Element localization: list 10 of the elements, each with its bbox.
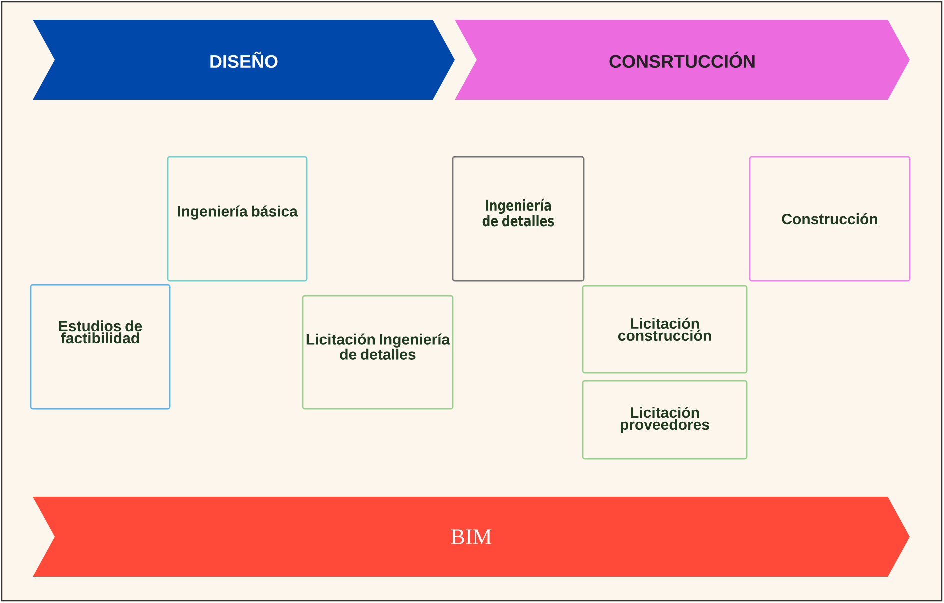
chevron-banner: DISEÑO — [33, 20, 455, 100]
process-box: Ingeniería básica — [167, 156, 308, 282]
process-box: Construcción — [749, 156, 911, 282]
process-box: Ingeniería de detalles — [452, 156, 585, 282]
process-box: Licitación construcción — [582, 285, 748, 374]
process-box: Licitación Ingeniería de detalles — [302, 295, 454, 410]
chevron-banner: BIM — [33, 497, 910, 577]
chevron-banner: CONSRTUCCIÓN — [455, 20, 910, 100]
process-box: Licitación proveedores — [582, 380, 748, 460]
process-box: Estudios de factibilidad — [30, 284, 171, 410]
